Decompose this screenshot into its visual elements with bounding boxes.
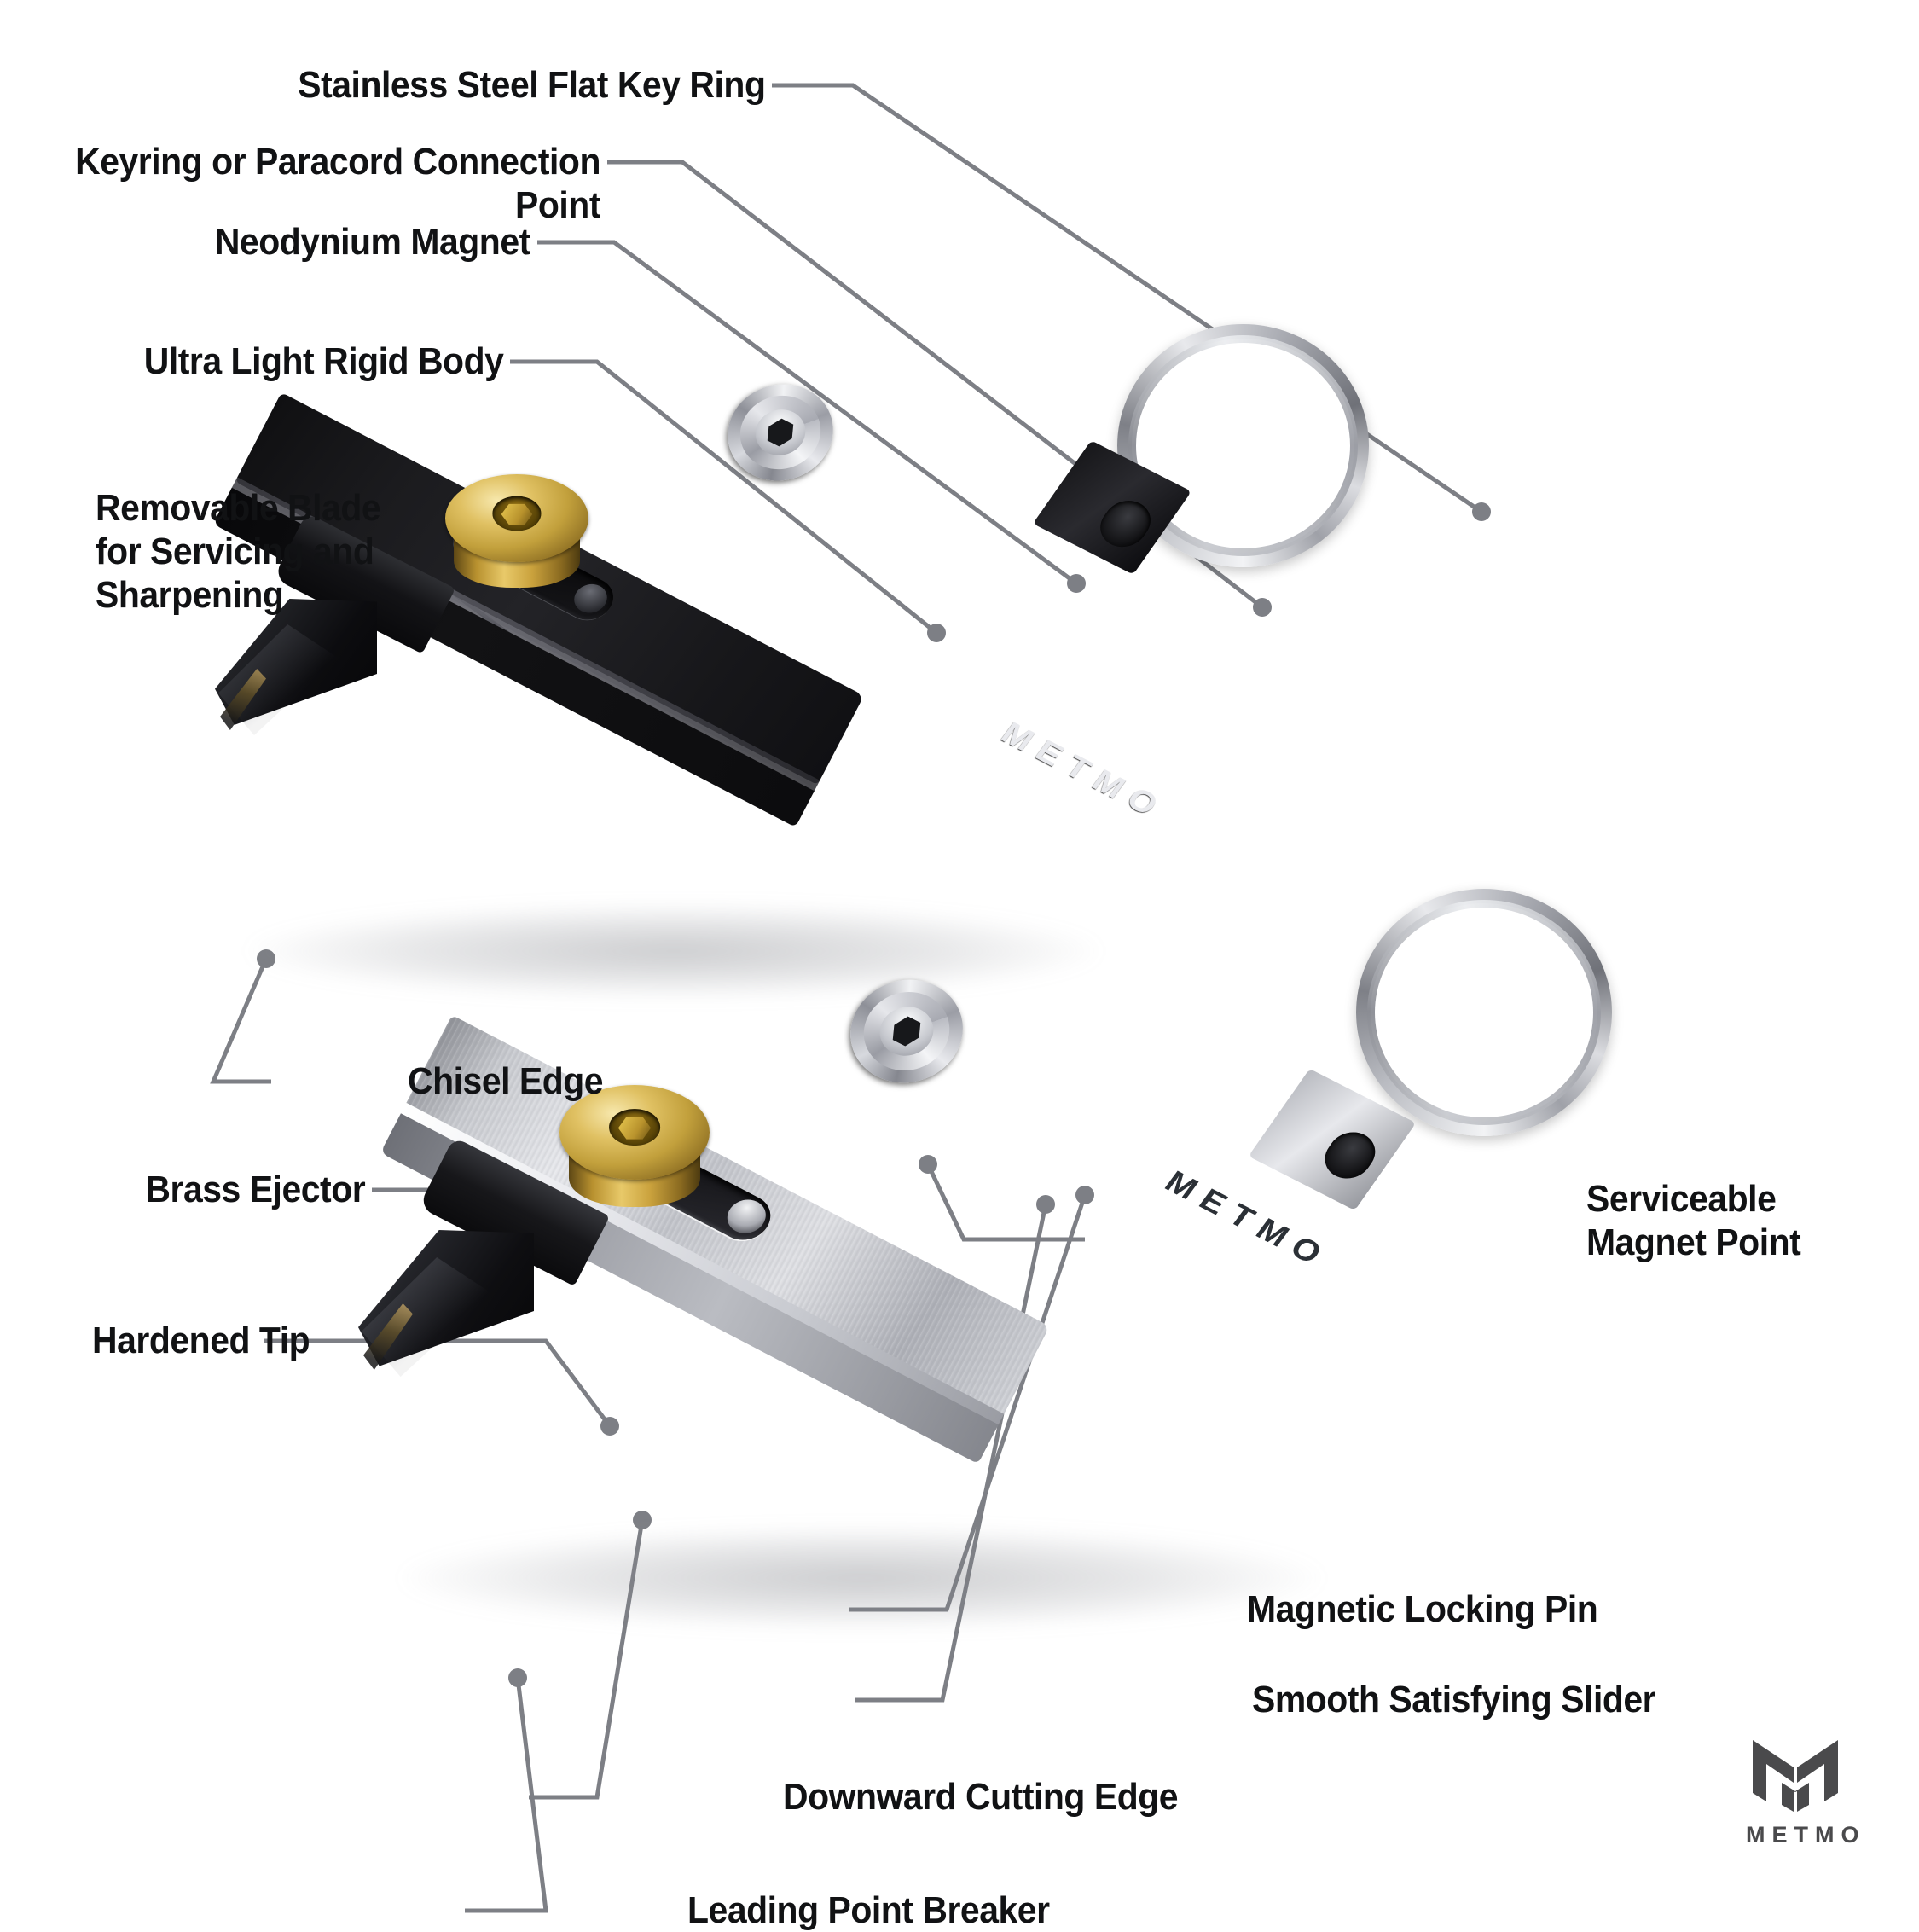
callout-hardened-tip: Hardened Tip [92,1320,310,1361]
black-tool-shadow [247,904,1100,998]
callout-serviceable-magnet-point: Serviceable Magnet Point [1586,1178,1801,1264]
metmo-brand-logo: METMO [1740,1738,1866,1848]
brass-ejector-black [445,474,588,590]
steel-keychain-knife [358,903,1597,1465]
callout-removable-blade-for-servicing-and-sharpening: Removable Blade for Servicing and Sharpe… [96,487,381,617]
callout-ultra-light-rigid-body: Ultra Light Rigid Body [143,340,503,382]
callout-brass-ejector: Brass Ejector [145,1169,365,1210]
metmo-chevron-m-icon [1753,1740,1838,1812]
serviceable-magnet-button-steel [829,961,984,1101]
metmo-wordmark: METMO [1746,1822,1866,1848]
connection-hole [1315,1124,1384,1186]
brass-hex-socket [609,1108,660,1146]
callout-smooth-satisfying-slider: Smooth Satisfying Slider [1252,1679,1656,1720]
callout-stainless-steel-flat-key-ring: Stainless Steel Flat Key Ring [297,64,766,106]
neodynium-magnet-button-black [708,367,853,498]
connection-hole [1091,493,1160,554]
black-keychain-knife [212,307,1354,827]
callout-neodynium-magnet: Neodynium Magnet [215,221,530,263]
stainless-flat-key-ring-steel [1356,889,1612,1136]
callout-downward-cutting-edge: Downward Cutting Edge [783,1776,1179,1818]
steel-blade-tip [358,1136,631,1404]
black-blade-tip [215,513,471,759]
callout-leading-point-breaker: Leading Point Breaker [687,1889,1050,1931]
stainless-flat-key-ring-black [1117,324,1369,567]
callout-chisel-edge: Chisel Edge [408,1060,604,1102]
brass-hex-socket [492,496,542,531]
steel-tool-shadow [401,1527,1322,1629]
callout-magnetic-locking-pin: Magnetic Locking Pin [1247,1588,1598,1630]
brass-ejector-steel [559,1085,710,1210]
key-ring-inner [1367,900,1601,1125]
callout-keyring-or-paracord-connection-point: Keyring or Paracord Connection Point [75,141,600,227]
